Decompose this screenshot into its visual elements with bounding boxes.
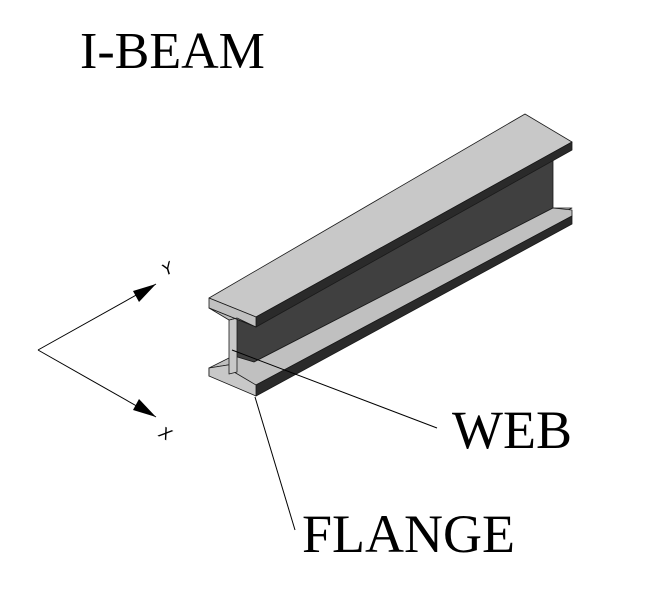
x-axis-arrowhead [133, 399, 156, 417]
x-axis-letter: X [155, 422, 175, 445]
web-end-face [228, 317, 238, 375]
flange-leader-line [254, 396, 296, 531]
i-beam [208, 113, 573, 397]
title-text: I-BEAM [80, 23, 265, 80]
top-flange-underside [208, 307, 257, 328]
y-axis-arrowhead [133, 284, 156, 302]
axis-indicator: Y X [37, 258, 178, 445]
web-leader-line [231, 349, 438, 429]
web-label: WEB [452, 400, 572, 460]
flange-label: FLANGE [302, 504, 515, 564]
y-axis-letter: Y [159, 258, 178, 280]
